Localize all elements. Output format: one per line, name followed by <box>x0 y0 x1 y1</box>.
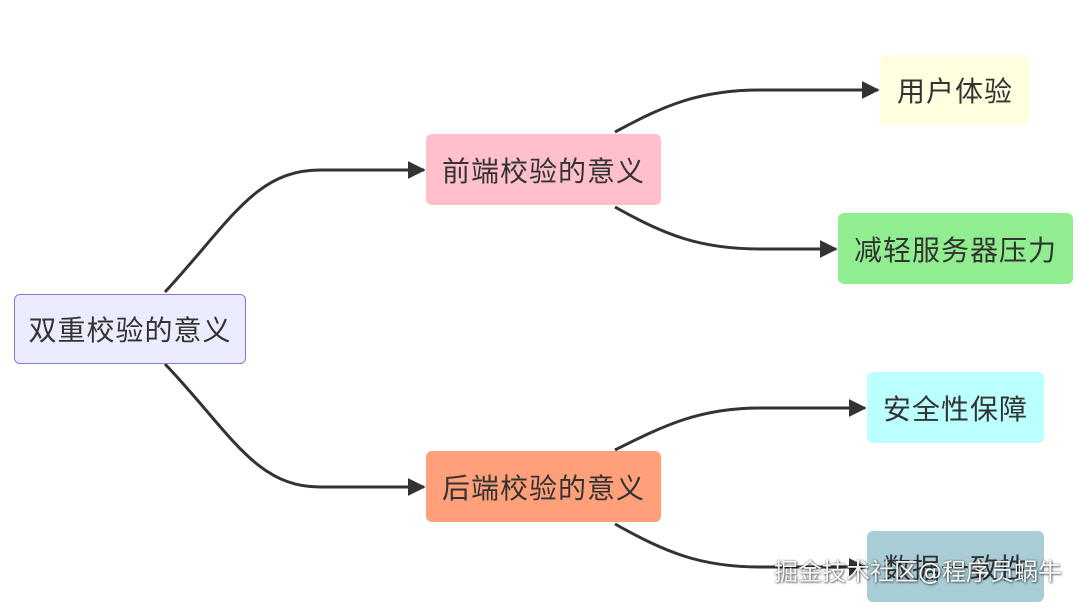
node-user-experience: 用户体验 <box>880 55 1030 125</box>
node-backend-validation: 后端校验的意义 <box>426 451 661 522</box>
node-security-label: 安全性保障 <box>882 392 1028 426</box>
node-frontend-validation-label: 前端校验的意义 <box>441 154 645 188</box>
edge-frontend-to-ux <box>614 81 880 134</box>
edge-backend-to-data <box>614 522 867 576</box>
node-dual-validation: 双重校验的意义 <box>14 294 246 364</box>
edge-frontend-to-load <box>614 205 838 258</box>
edge-root-to-backend <box>163 362 426 496</box>
edge-root-to-frontend <box>163 161 426 294</box>
node-frontend-validation: 前端校验的意义 <box>426 134 661 205</box>
node-backend-validation-label: 后端校验的意义 <box>441 471 645 505</box>
node-data-consistency-label: 数据一致性 <box>882 551 1028 585</box>
node-data-consistency: 数据一致性 <box>867 531 1044 602</box>
watermark-text: 掘金技术社区@程序员蜗牛 <box>774 558 1062 586</box>
node-dual-validation-label: 双重校验的意义 <box>28 314 232 347</box>
node-security: 安全性保障 <box>867 372 1044 443</box>
node-reduce-server-load-label: 减轻服务器压力 <box>853 233 1057 267</box>
edge-backend-to-security <box>614 399 867 452</box>
node-reduce-server-load: 减轻服务器压力 <box>838 213 1073 284</box>
node-user-experience-label: 用户体验 <box>896 75 1013 108</box>
